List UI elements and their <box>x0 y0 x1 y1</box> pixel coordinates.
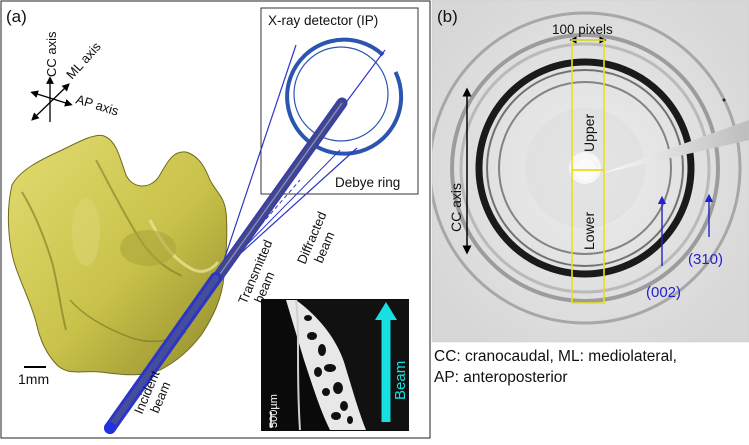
incident-beam <box>104 272 222 434</box>
beam-stop <box>589 120 749 178</box>
figure-caption: CC: cranocaudal, ML: mediolateral, AP: a… <box>434 346 744 388</box>
caption-line-1: CC: cranocaudal, ML: mediolateral, <box>434 348 677 365</box>
xrd-pattern <box>432 0 749 342</box>
cc-axis-label: CC axis <box>44 31 59 77</box>
lower-region-box <box>571 169 605 304</box>
panel-b-label: (b) <box>437 7 458 26</box>
debye-ring-inner <box>293 46 389 142</box>
detector-box <box>260 7 419 195</box>
panel-a: (a) CC axis ML axis AP axis 1mm X-ray de… <box>0 0 431 439</box>
peak-002-label: (002) <box>646 284 681 301</box>
lower-region-label: Lower <box>581 212 597 250</box>
caption-line-2: AP: anteroposterior <box>434 369 568 386</box>
bone-body <box>7 134 228 376</box>
inset-micrograph: 500µm Beam <box>261 299 409 431</box>
inset-beam-label: Beam <box>392 361 409 400</box>
debye-ring-outer <box>285 37 404 156</box>
cc-axis-label-b: CC axis <box>448 183 464 232</box>
panel-b: (b) 100 pixels Upper Lower CC axis (002)… <box>431 0 749 343</box>
inset-scale-bar-label: 500µm <box>268 394 280 428</box>
peak-310-label: (310) <box>688 251 723 268</box>
detector-label: X-ray detector (IP) <box>268 13 378 28</box>
scale-bar-label: 1mm <box>18 371 49 387</box>
upper-region-label: Upper <box>581 114 597 152</box>
panel-a-label: (a) <box>6 7 27 26</box>
debye-ring-label: Debye ring <box>335 175 400 190</box>
width-annotation-label: 100 pixels <box>552 22 613 37</box>
inset-beam-arrow-head <box>375 302 397 320</box>
bone-specimen <box>7 134 228 376</box>
ap-axis-arrow <box>30 90 73 107</box>
